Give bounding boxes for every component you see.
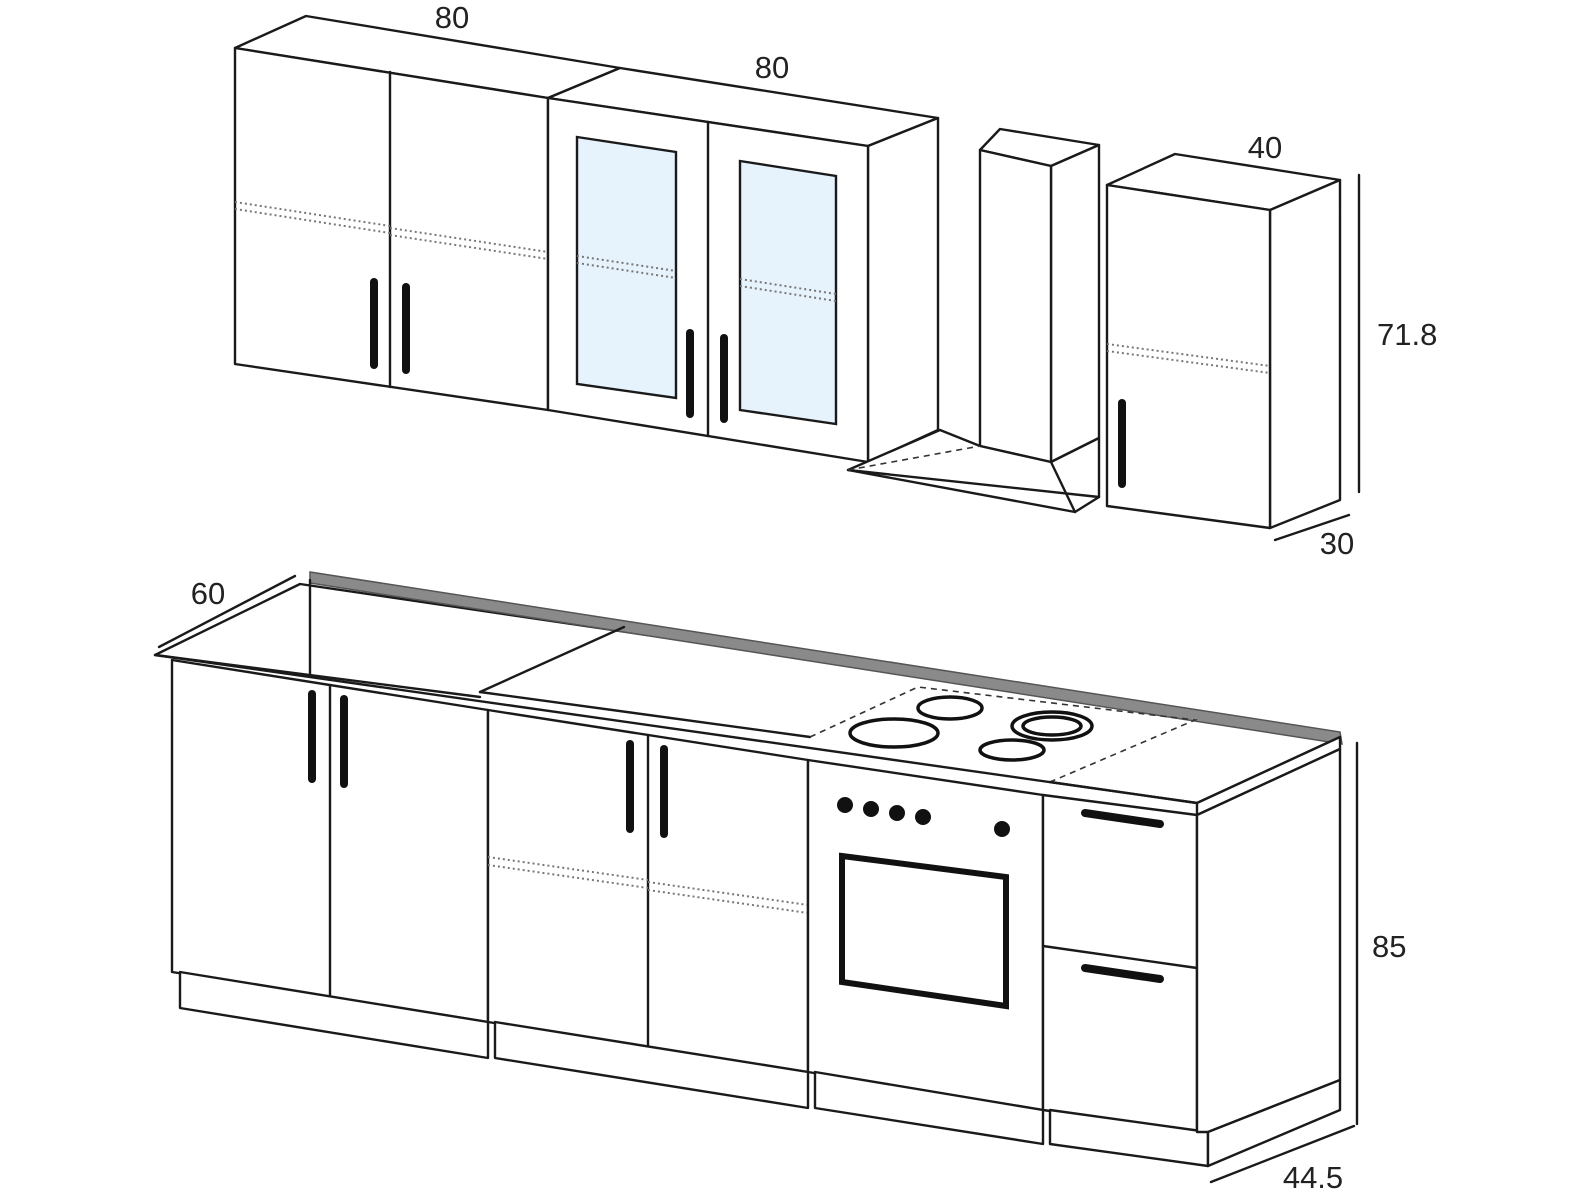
plinth: [493, 1020, 810, 1110]
base-cabinet-double: [486, 708, 810, 1110]
upper-cabinet-right: [1105, 152, 1342, 530]
oven-door-window: [839, 852, 1009, 1010]
burner: [916, 695, 984, 721]
oven-knob: [837, 797, 853, 813]
base-dimension-lines: [157, 574, 1359, 1184]
dim-base-height: 85: [1372, 929, 1406, 964]
burner: [978, 738, 1046, 762]
dim-upper-height: 71.8: [1377, 317, 1437, 352]
range-hood: [846, 127, 1101, 514]
dim-upper-depth: 30: [1320, 526, 1354, 561]
oven-knob: [994, 821, 1010, 837]
base-cabinet-side: [1195, 747, 1342, 1168]
glass-panel-left: [575, 135, 678, 400]
burner: [1021, 715, 1083, 737]
dim-upper-left-width: 80: [435, 0, 469, 35]
burner: [848, 717, 940, 749]
dim-base-side-depth: 44.5: [1283, 1160, 1343, 1192]
drawer-handle: [1081, 964, 1164, 983]
upper-cabinet-glass: [546, 66, 940, 464]
base-cabinet-sink: [170, 658, 490, 1060]
oven-knob: [915, 809, 931, 825]
cooktop: [848, 695, 1094, 762]
glass-panel-right: [738, 159, 838, 426]
dim-upper-middle-width: 80: [755, 50, 789, 85]
dim-upper-right-width: 40: [1248, 130, 1282, 165]
upper-dimension-lines: [1273, 173, 1361, 542]
base-cabinet-drawers: [1041, 793, 1210, 1168]
plinth: [178, 970, 490, 1060]
oven-knob: [863, 801, 879, 817]
upper-cabinet-left: [233, 14, 622, 412]
plinth: [813, 1070, 1045, 1146]
oven-knob: [889, 805, 905, 821]
base-cabinet-oven: [806, 758, 1045, 1146]
burner: [1010, 710, 1094, 742]
drawer-handle: [1081, 809, 1164, 828]
dim-base-depth: 60: [191, 576, 225, 611]
